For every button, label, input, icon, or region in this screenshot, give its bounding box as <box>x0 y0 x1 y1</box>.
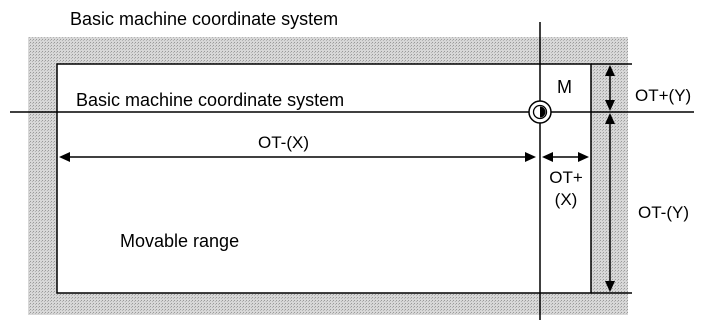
ot-minus-y-arrow <box>605 113 615 292</box>
top-title: Basic machine coordinate system <box>70 9 338 29</box>
axis-label: Basic machine coordinate system <box>76 90 344 110</box>
ot-plus-x-arrow <box>542 152 589 162</box>
ot-minus-x-arrow <box>59 152 536 162</box>
origin-marker-icon <box>528 100 552 124</box>
origin-label: M <box>557 77 572 97</box>
ot-plus-y-arrow <box>605 65 615 111</box>
movable-range-area <box>56 63 592 294</box>
ot-plus-x-label-line1: OT+ <box>549 168 583 187</box>
movable-range-label: Movable range <box>120 231 239 251</box>
ot-minus-x-label: OT-(X) <box>258 133 309 152</box>
ot-minus-y-label: OT-(Y) <box>638 203 689 222</box>
ot-plus-y-label: OT+(Y) <box>635 86 691 105</box>
ot-plus-x-label-line2: (X) <box>555 190 578 209</box>
